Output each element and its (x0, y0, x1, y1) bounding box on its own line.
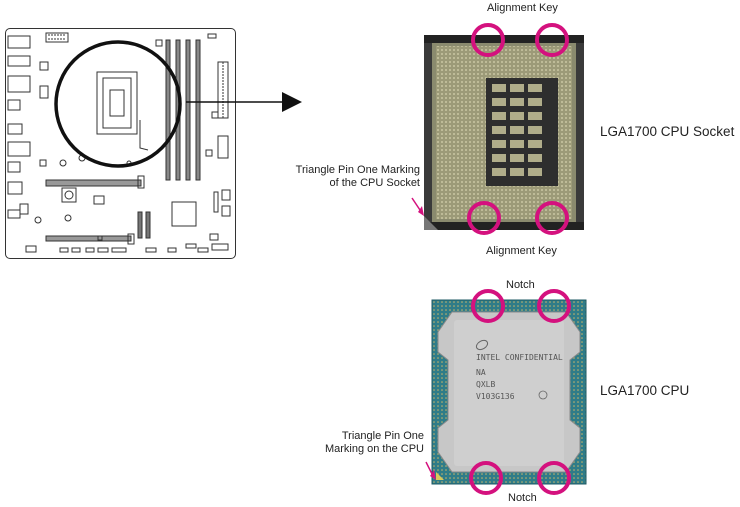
alignment-key-circle (471, 23, 505, 57)
alignment-key-circle (535, 23, 569, 57)
notch-top-label: Notch (506, 279, 535, 291)
notch-circle (471, 289, 505, 323)
cpu-triangle-label-line1: Triangle Pin One (341, 430, 424, 442)
cpu-marking-line4: V103G136 (476, 392, 515, 401)
alignment-key-top-label: Alignment Key (487, 2, 558, 14)
e3-mark-icon (538, 390, 548, 400)
notch-circle (469, 461, 503, 495)
cpu-marking-line3: QXLB (476, 380, 496, 389)
pointer-arrow-icon (282, 92, 302, 112)
cpu-marking-line2: NA (476, 368, 486, 377)
socket-triangle-label-line2: of the CPU Socket (329, 177, 421, 189)
socket-pin1-triangle (424, 216, 438, 230)
notch-circle (537, 461, 571, 495)
cpu-marking-line1: INTEL CONFIDENTIAL (476, 353, 563, 362)
cpu-notch-circles (469, 289, 571, 495)
cpu-name-label: LGA1700 CPU (600, 383, 690, 398)
cpu-socket (424, 35, 584, 230)
cpu-pin1-triangle (436, 472, 444, 480)
socket-triangle-label-line1: Triangle Pin One Marking (295, 164, 420, 176)
notch-bottom-label: Notch (508, 492, 537, 504)
notch-circle (537, 289, 571, 323)
socket-zoom-circle (54, 40, 182, 168)
socket-name-label: LGA1700 CPU Socket (600, 124, 735, 139)
socket-alignment-circles (467, 23, 569, 235)
cpu-package (431, 299, 587, 485)
motherboard-layout (7, 32, 231, 253)
alignment-key-circle (467, 201, 501, 235)
intel-logo-icon (475, 339, 489, 351)
cpu-triangle-label-line2: Marking on the CPU (324, 443, 424, 455)
alignment-key-circle (535, 201, 569, 235)
alignment-key-bottom-label: Alignment Key (486, 245, 557, 257)
